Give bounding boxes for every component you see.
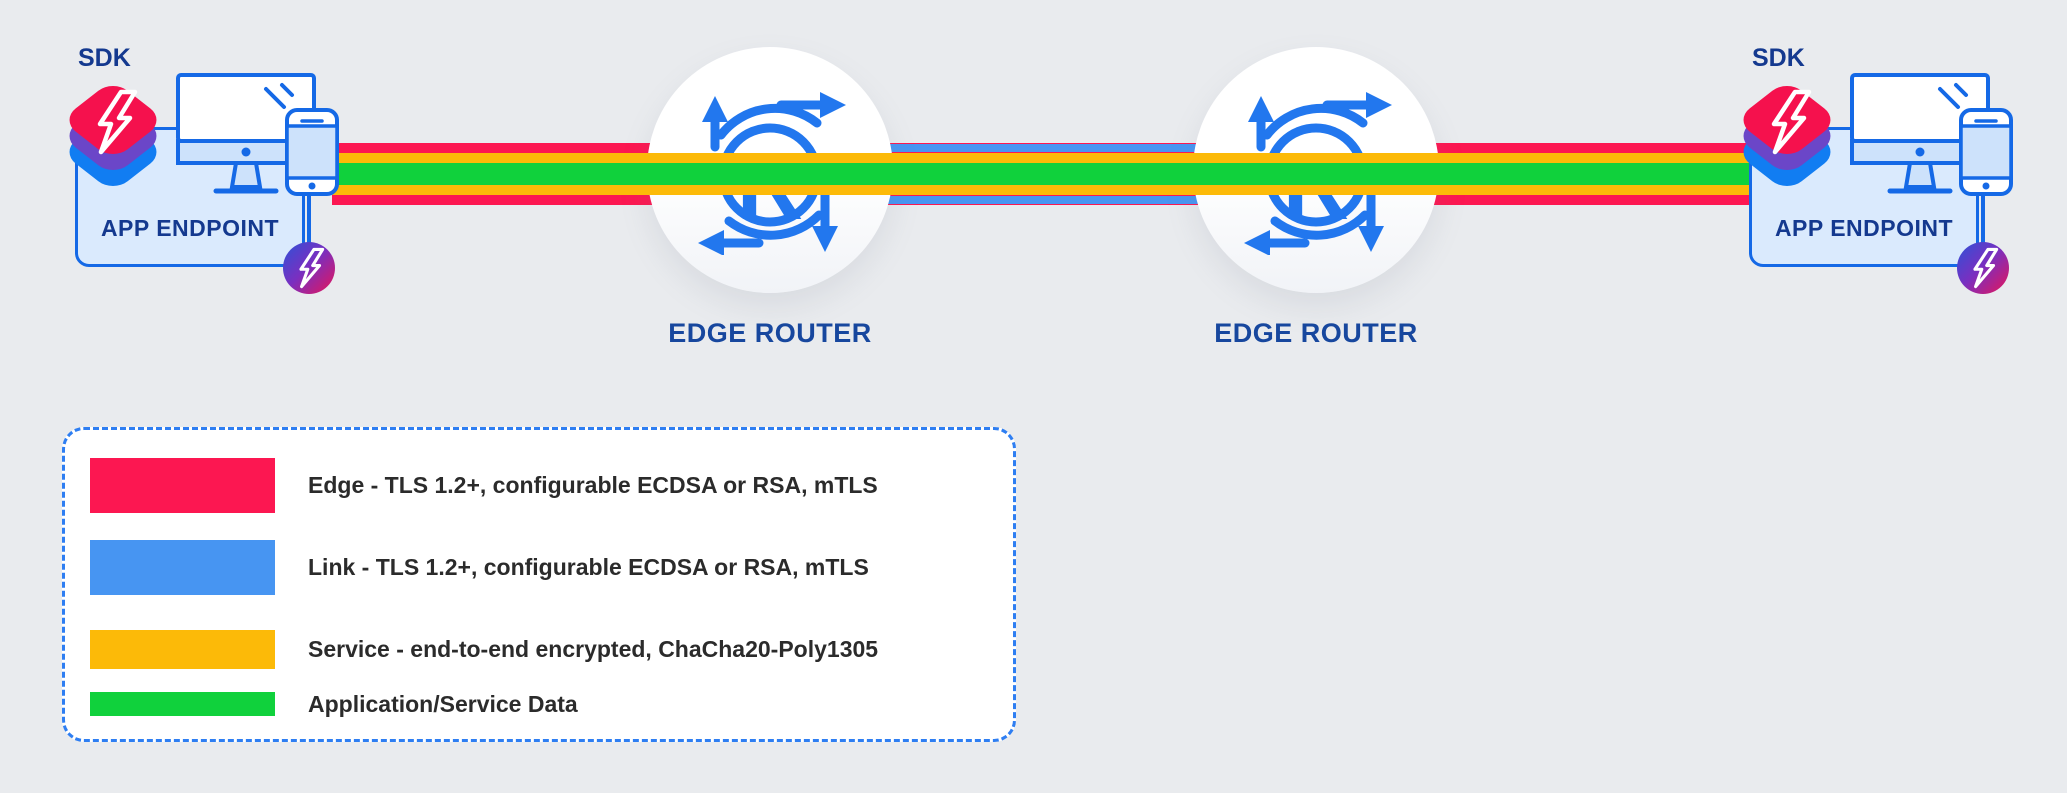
legend: Edge - TLS 1.2+, configurable ECDSA or R… (62, 427, 1016, 742)
legend-label-edge: Edge - TLS 1.2+, configurable ECDSA or R… (308, 472, 878, 498)
desktop-icon (176, 73, 316, 194)
router-label: EDGE ROUTER (668, 318, 872, 348)
legend-swatch-edge (90, 458, 275, 513)
phone-icon (1959, 108, 2013, 196)
sdk-stack-icon (1743, 85, 1831, 187)
endpoint-label: APP ENDPOINT (100, 215, 280, 241)
endpoint-connector-line (307, 196, 311, 252)
legend-swatch-link (90, 540, 275, 595)
service-line-bottom (332, 185, 1752, 195)
sdk-label: SDK (78, 44, 131, 72)
legend-label-service: Service - end-to-end encrypted, ChaCha20… (308, 636, 879, 662)
ziti-logo-badge (1957, 242, 2009, 294)
sdk-stack-icon (69, 85, 157, 187)
ziti-logo-badge (283, 242, 335, 294)
link-line-bottom (770, 196, 1320, 204)
lightning-bolt-icon (299, 247, 325, 289)
legend-swatch-data (90, 692, 275, 716)
desktop-icon (1850, 73, 1990, 194)
lightning-bolt-icon (1973, 247, 1999, 289)
service-line-top (332, 153, 1752, 163)
app-endpoint-left: SDK (55, 30, 400, 300)
application-data-line (332, 163, 1752, 185)
endpoint-label: APP ENDPOINT (1774, 215, 1954, 241)
link-line-top (770, 144, 1320, 152)
legend-swatch-service (90, 630, 275, 669)
router-label: EDGE ROUTER (1214, 318, 1418, 348)
app-endpoint-right: SDK (1729, 30, 2067, 300)
sdk-label: SDK (1752, 44, 1805, 72)
legend-label-data: Application/Service Data (308, 691, 578, 717)
legend-label-link: Link - TLS 1.2+, configurable ECDSA or R… (308, 554, 869, 580)
endpoint-connector-line (1981, 196, 1985, 252)
phone-icon (285, 108, 339, 196)
